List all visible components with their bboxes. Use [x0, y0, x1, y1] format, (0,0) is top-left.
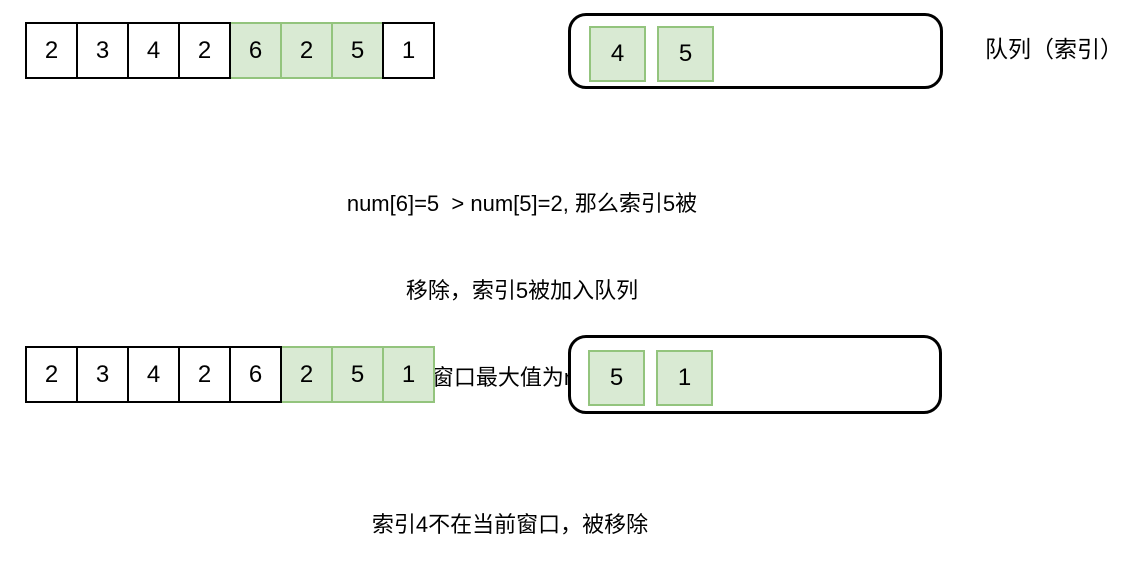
array-cell: 2 [25, 346, 78, 403]
array-cell: 2 [25, 22, 78, 79]
array-cell: 3 [76, 346, 129, 403]
array-cell: 2 [280, 346, 333, 403]
queue-item: 5 [657, 26, 714, 82]
array-cell: 1 [382, 22, 435, 79]
caption-step1-line1: num[6]=5 > num[5]=2, 那么索引5被 [346, 191, 698, 216]
array-cell: 3 [76, 22, 129, 79]
queue-label: 队列（索引） [985, 36, 1123, 62]
queue-item: 5 [588, 350, 645, 406]
caption-step1-line2: 移除，索引5被加入队列 [405, 278, 639, 303]
array-cell: 5 [331, 346, 384, 403]
array-cell: 6 [229, 22, 282, 79]
array-cell: 2 [178, 22, 231, 79]
queue-item: 4 [589, 26, 646, 82]
array-cell: 1 [382, 346, 435, 403]
array-cell: 6 [229, 346, 282, 403]
array-cell: 4 [127, 346, 180, 403]
array-cell: 5 [331, 22, 384, 79]
caption-step2-line1: 索引4不在当前窗口，被移除 [371, 512, 649, 537]
array-cell: 2 [178, 346, 231, 403]
queue-item: 1 [656, 350, 713, 406]
array-cell: 4 [127, 22, 180, 79]
array-cell: 2 [280, 22, 333, 79]
caption-step2: 索引4不在当前窗口，被移除 1<num[5]=5,1的索引值6被加入队列 当前窗… [270, 452, 750, 562]
